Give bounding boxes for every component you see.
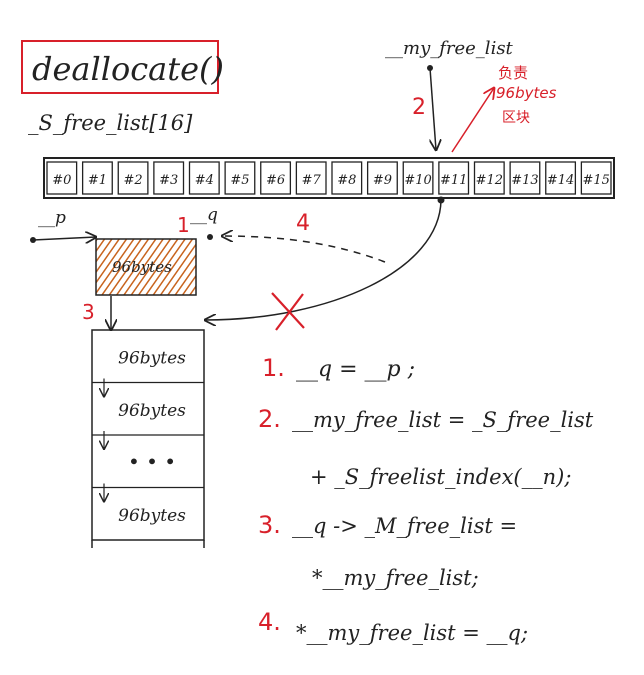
slot-cell — [295, 161, 327, 195]
step-1-num: 1. — [262, 354, 285, 382]
step-4-line-1: *__my_free_list = __q; — [296, 621, 528, 645]
note-arrow — [451, 88, 494, 153]
slot-cell — [331, 161, 363, 195]
freed-node-label: 96bytes — [112, 258, 172, 276]
steps-list: 1. __q = __p ; 2. __my_free_list = _S_fr… — [258, 354, 594, 645]
slot-cell — [153, 161, 185, 195]
slot-label: #3 — [159, 173, 178, 188]
pointer-arrow — [430, 67, 436, 150]
slot-cell — [117, 161, 149, 195]
step-2-num: 2. — [258, 405, 281, 433]
slot-cell — [81, 161, 113, 195]
freed-node — [95, 238, 197, 296]
free-list-array: #0 #1 #2 #3 #4 #5 #6 #7 #8 #9 #10 #11 #12 #13 #14 #15 — [43, 157, 615, 199]
step-3-num: 3. — [258, 511, 281, 539]
step-4-num: 4. — [258, 608, 281, 636]
slot11-link — [205, 199, 442, 320]
marker-two: 2 — [412, 95, 426, 120]
slot-cell — [509, 161, 541, 195]
q-dot — [207, 234, 213, 240]
marker-one-diagram: 1 — [177, 213, 190, 237]
slot-label: #9 — [373, 173, 392, 188]
title-box — [21, 40, 219, 94]
block-stack: 96bytes 96bytes • • • 96bytes — [91, 329, 205, 548]
slot-cell — [224, 161, 256, 195]
slot-cell — [402, 161, 434, 195]
step-2-line-1: __my_free_list = _S_free_list — [292, 408, 594, 432]
slot-label: #6 — [266, 173, 285, 188]
slot-label: #2 — [123, 173, 142, 188]
step-1-line-1: __q = __p ; — [296, 357, 415, 382]
block-frame-extension — [91, 540, 205, 548]
marker-three: 3 — [82, 300, 95, 324]
slot-label: #12 — [476, 173, 503, 188]
slot-cell — [473, 161, 505, 195]
step-2-line-2: + _S_freelist_index(__n); — [310, 465, 571, 489]
new-link-dashed — [222, 236, 386, 263]
slot-label: #1 — [88, 173, 107, 188]
slot-label: #8 — [337, 173, 356, 188]
slot-cell — [545, 161, 577, 195]
slot-label: #11 — [440, 173, 467, 188]
title-text: deallocate() — [32, 50, 224, 88]
slot-cell — [366, 161, 398, 195]
slot-cell — [46, 161, 78, 195]
slot-label: #0 — [52, 173, 71, 188]
q-label: __q — [190, 205, 218, 225]
slot-label: #7 — [302, 173, 322, 188]
slot-label: #15 — [582, 173, 609, 188]
broken-link-mark — [271, 292, 305, 331]
note-line-1: 负责 — [498, 64, 528, 82]
slot-cell — [580, 161, 612, 195]
block-label: 96bytes — [118, 401, 186, 421]
slot-label: #13 — [511, 173, 538, 188]
array-outline — [43, 157, 615, 199]
marker-four-diagram: 4 — [296, 211, 310, 236]
slot-cell — [188, 161, 220, 195]
slot-label: #5 — [230, 173, 249, 188]
block-label: • • • — [128, 449, 176, 473]
step-3-line-2: *__my_free_list; — [312, 566, 479, 590]
block-label: 96bytes — [118, 348, 186, 368]
step-3-line-1: __q -> _M_free_list = — [292, 514, 517, 538]
slot-label: #10 — [404, 173, 431, 188]
slot-label: #4 — [195, 173, 214, 188]
note-line-3: 区块 — [502, 110, 530, 126]
note-line-2: 96bytes — [496, 84, 557, 102]
array-label: _S_free_list[16] — [28, 111, 193, 135]
slot-cell — [260, 161, 292, 195]
pointer-label: __my_free_list — [385, 38, 514, 59]
p-arrow — [32, 237, 96, 240]
block-label: 96bytes — [118, 506, 186, 526]
p-label: __p — [38, 208, 66, 228]
slot-label: #14 — [547, 173, 574, 188]
slot-cell — [438, 161, 470, 195]
